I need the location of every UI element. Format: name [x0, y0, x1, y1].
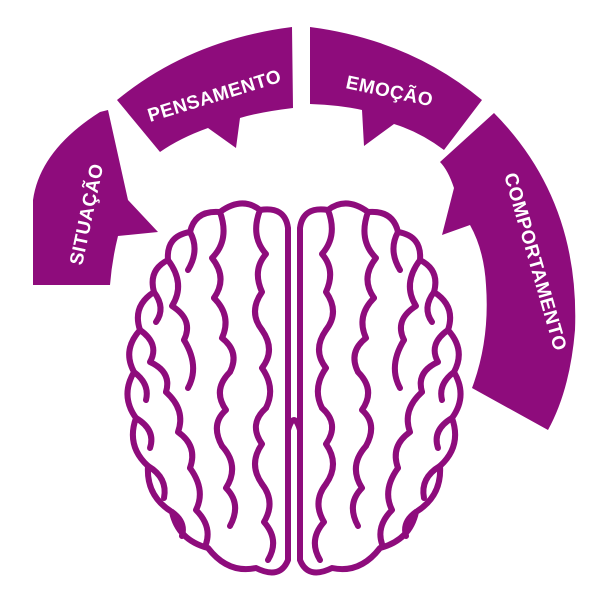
segment-situacao: SITUAÇÃO — [33, 110, 158, 285]
brain-icon — [124, 200, 464, 576]
segment-pensamento: PENSAMENTO — [117, 27, 293, 152]
segment-emocao: EMOÇÃO — [310, 27, 482, 150]
